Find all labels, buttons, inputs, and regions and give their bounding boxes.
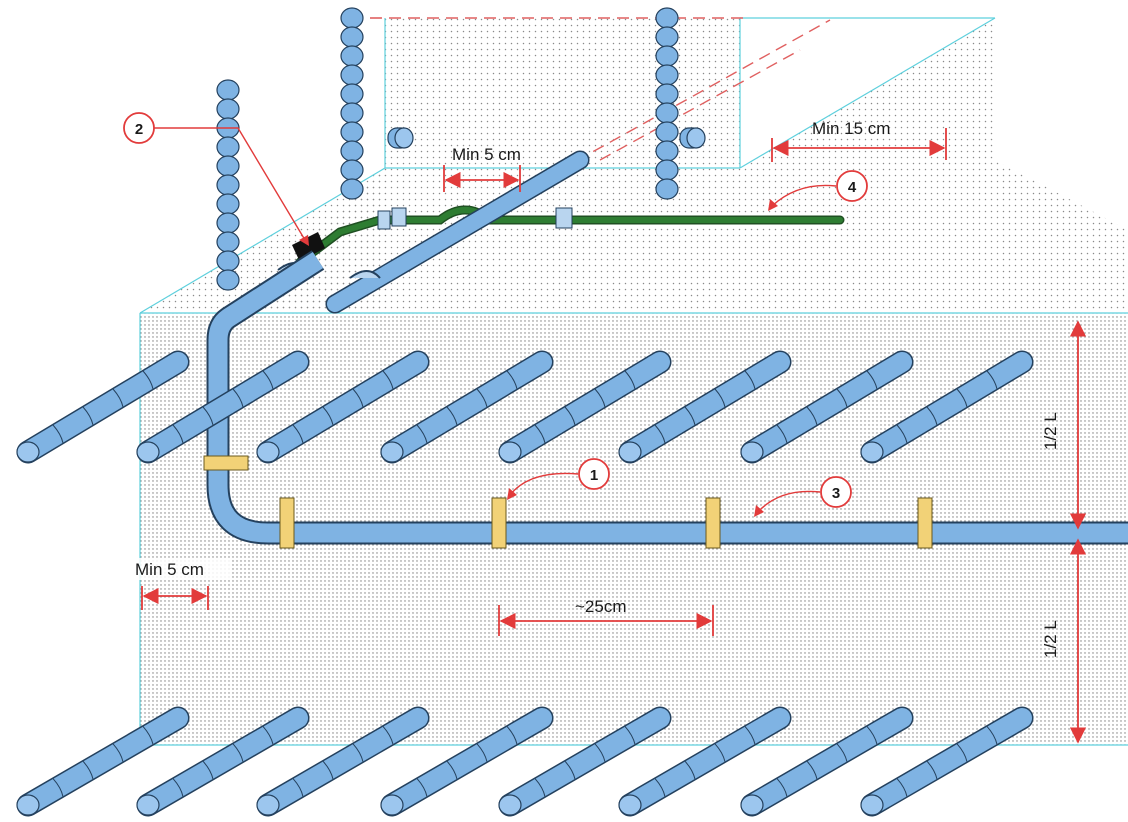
pipe-fixing-clips: [203, 455, 933, 549]
callout-2-number: 2: [135, 121, 143, 138]
cable-clip: [391, 207, 407, 227]
vertical-rebar: [340, 7, 364, 200]
diagonal-rebar: [256, 350, 430, 464]
slab-back-wall: [385, 18, 740, 168]
label-back-offset: Min 15 cm: [812, 119, 890, 138]
diagonal-rebar: [16, 350, 190, 464]
callout-1-number: 1: [590, 467, 598, 484]
cable-joint: [292, 232, 325, 262]
callout-3-number: 3: [832, 485, 840, 502]
dimension-side-offset: Min 5 cm: [132, 558, 232, 610]
cable-clip: [555, 207, 573, 229]
rebar-stub-left: [387, 127, 414, 149]
pipe-clip: [349, 270, 381, 279]
diagonal-rebar: [16, 706, 190, 817]
label-clip-spacing: ~25cm: [575, 597, 627, 616]
hidden-edge-lines: [370, 17, 831, 171]
callout-2: 2: [123, 112, 309, 246]
dimension-clip-spacing: ~25cm: [498, 597, 714, 636]
diagonal-rebar: [498, 706, 672, 817]
label-half-lower: 1/2 L: [1041, 620, 1060, 658]
callout-1: 1: [507, 458, 610, 500]
diagonal-rebars: [16, 350, 1034, 817]
top-diagonal-pipe: [325, 150, 590, 314]
dimension-half-lengths: 1/2 L 1/2 L: [1041, 320, 1087, 744]
yellow-clip: [705, 497, 721, 549]
diagonal-rebar: [860, 706, 1034, 817]
diagonal-rebar: [380, 706, 554, 817]
callout-3: 3: [754, 476, 852, 517]
yellow-clip: [917, 497, 933, 549]
cable-clip: [377, 210, 391, 230]
diagonal-rebar: [256, 706, 430, 817]
yellow-clip: [279, 497, 295, 549]
diagonal-rebar: [740, 706, 914, 817]
label-top-spacing: Min 5 cm: [452, 145, 521, 164]
diagonal-rebar: [618, 706, 792, 817]
yellow-clip: [203, 455, 249, 471]
yellow-clip: [491, 497, 507, 549]
vertical-rebar: [655, 7, 679, 200]
vertical-rebar: [216, 79, 240, 291]
diagonal-rebar: [498, 350, 672, 464]
diagonal-rebar: [860, 350, 1034, 464]
dimension-back-offset: Min 15 cm: [771, 119, 947, 162]
diagonal-rebar: [380, 350, 554, 464]
callout-4: 4: [768, 170, 868, 211]
label-half-upper: 1/2 L: [1041, 412, 1060, 450]
diagonal-rebar: [136, 706, 310, 817]
callout-4-number: 4: [848, 179, 857, 196]
rebar-stub-right: [679, 127, 706, 149]
diagonal-rebar: [618, 350, 792, 464]
dimension-top-spacing: Min 5 cm: [443, 145, 521, 192]
diagonal-rebar: [136, 350, 310, 464]
diagonal-rebar: [740, 350, 914, 464]
label-side-offset: Min 5 cm: [135, 560, 204, 579]
main-heating-pipe: [206, 250, 1128, 545]
